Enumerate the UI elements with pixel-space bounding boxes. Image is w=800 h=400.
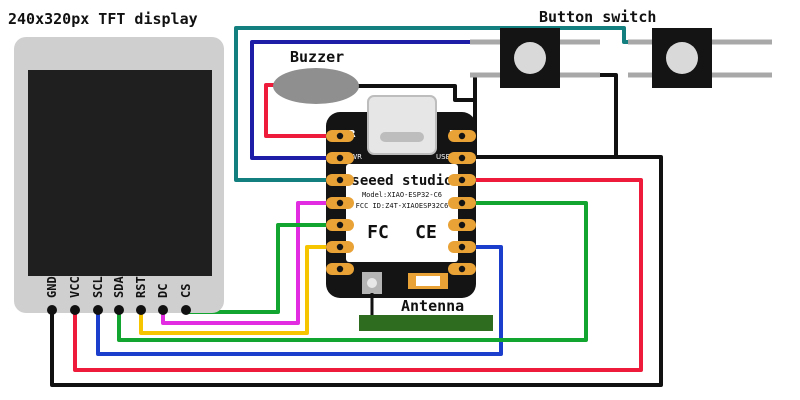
board-chip-inner — [416, 276, 440, 286]
antenna-connector-center — [367, 278, 377, 288]
tft-pin-label-sda: SDA — [112, 276, 126, 298]
board-pwr-label: PWR — [346, 153, 362, 161]
wire-sda-green — [117, 201, 588, 342]
board-pad-hole-left-7 — [336, 265, 344, 273]
board-ce-mark: CE — [415, 222, 437, 243]
button-2-cap — [666, 42, 698, 74]
board-pad-hole-right-3 — [458, 176, 466, 184]
tft-pin-vcc — [70, 305, 80, 315]
usb-c-port — [380, 132, 424, 142]
button-switch-label: Button switch — [539, 8, 656, 26]
board-pad-hole-left-2 — [336, 154, 344, 162]
tft-screen — [28, 70, 212, 276]
buzzer-label: Buzzer — [290, 48, 344, 66]
board-fc-mark: FC — [367, 222, 389, 243]
xiao-board: R B PWR USER seeed studio Model:XIAO-ESP… — [326, 95, 476, 298]
wire-vcc-red — [73, 178, 643, 372]
button-switch-1 — [470, 28, 600, 88]
antenna — [359, 315, 493, 331]
tft-pin-group: GND VCC SCL SDA RST DC CS — [45, 276, 193, 315]
board-fcc: FCC ID:Z4T-XIAOESP32C6 — [356, 202, 449, 210]
board-pad-hole-right-1 — [458, 132, 466, 140]
tft-pin-cs — [181, 305, 191, 315]
board-shield — [346, 164, 458, 262]
wire-cs-green — [184, 223, 342, 314]
wire-button-navy — [250, 40, 497, 160]
board-model: Model:XIAO-ESP32-C6 — [362, 191, 442, 199]
board-brand: seeed studio — [351, 173, 452, 189]
board-pad-hole-left-3 — [336, 176, 344, 184]
wire-button1-black — [473, 73, 497, 102]
tft-pin-sda — [114, 305, 124, 315]
tft-pin-dc — [158, 305, 168, 315]
buzzer — [273, 68, 359, 104]
wire-scl-blue — [96, 245, 503, 356]
tft-pin-gnd — [47, 305, 57, 315]
usb-c-connector — [367, 95, 437, 155]
board-pad-group — [326, 130, 476, 275]
wire-gnd-black — [50, 155, 663, 387]
button-1-cap — [514, 42, 546, 74]
tft-pin-scl — [93, 305, 103, 315]
tft-pin-label-cs: CS — [179, 284, 193, 298]
antenna-label: Antenna — [401, 297, 464, 315]
board-pad-hole-right-4 — [458, 199, 466, 207]
board-user-label: USER — [436, 153, 455, 161]
board-pad-hole-right-7 — [458, 265, 466, 273]
wire-dc-magenta — [161, 201, 342, 325]
wire-button-teal — [234, 26, 642, 182]
tft-pin-label-gnd: GND — [45, 276, 59, 298]
board-pad-hole-right-5 — [458, 221, 466, 229]
tft-pin-rst — [136, 305, 146, 315]
board-pad-hole-right-6 — [458, 243, 466, 251]
wire-rst-yellow — [139, 245, 342, 335]
tft-pin-label-dc: DC — [156, 284, 170, 298]
board-pad-hole-left-1 — [336, 132, 344, 140]
button-switch-2 — [628, 28, 772, 88]
tft-display: GND VCC SCL SDA RST DC CS — [14, 37, 224, 315]
display-title: 240x320px TFT display — [8, 10, 198, 28]
board-pad-hole-left-5 — [336, 221, 344, 229]
buzzer-body — [273, 68, 359, 104]
wire-gnd-button-black — [598, 73, 618, 159]
tft-pin-label-scl: SCL — [91, 276, 105, 298]
wires — [50, 26, 663, 387]
board-pad-hole-left-6 — [336, 243, 344, 251]
wire-buzzer-black — [348, 84, 477, 159]
wire-buzzer-red — [264, 83, 342, 138]
board-pad-hole-right-2 — [458, 154, 466, 162]
board-pad-hole-left-4 — [336, 199, 344, 207]
tft-pin-label-rst: RST — [134, 276, 148, 298]
tft-pin-label-vcc: VCC — [68, 276, 82, 298]
